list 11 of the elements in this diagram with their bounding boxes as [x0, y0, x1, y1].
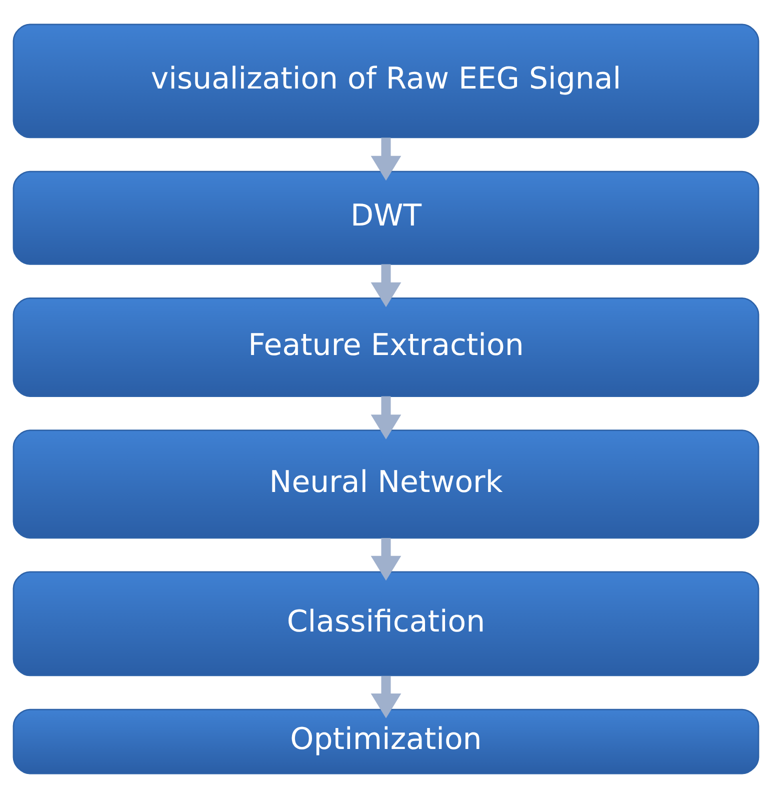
node-box: visualization of Raw EEG Signal	[12, 24, 760, 138]
node-box: DWT	[12, 170, 760, 265]
arrow	[370, 264, 402, 308]
node-box: Classification	[12, 571, 760, 676]
arrow	[370, 538, 402, 581]
node-box: Neural Network	[12, 430, 760, 539]
node-box: Feature Extraction	[12, 298, 760, 397]
arrow	[370, 138, 402, 181]
arrow	[370, 396, 402, 440]
node-box: Optimization	[12, 708, 760, 774]
arrow	[370, 676, 402, 718]
